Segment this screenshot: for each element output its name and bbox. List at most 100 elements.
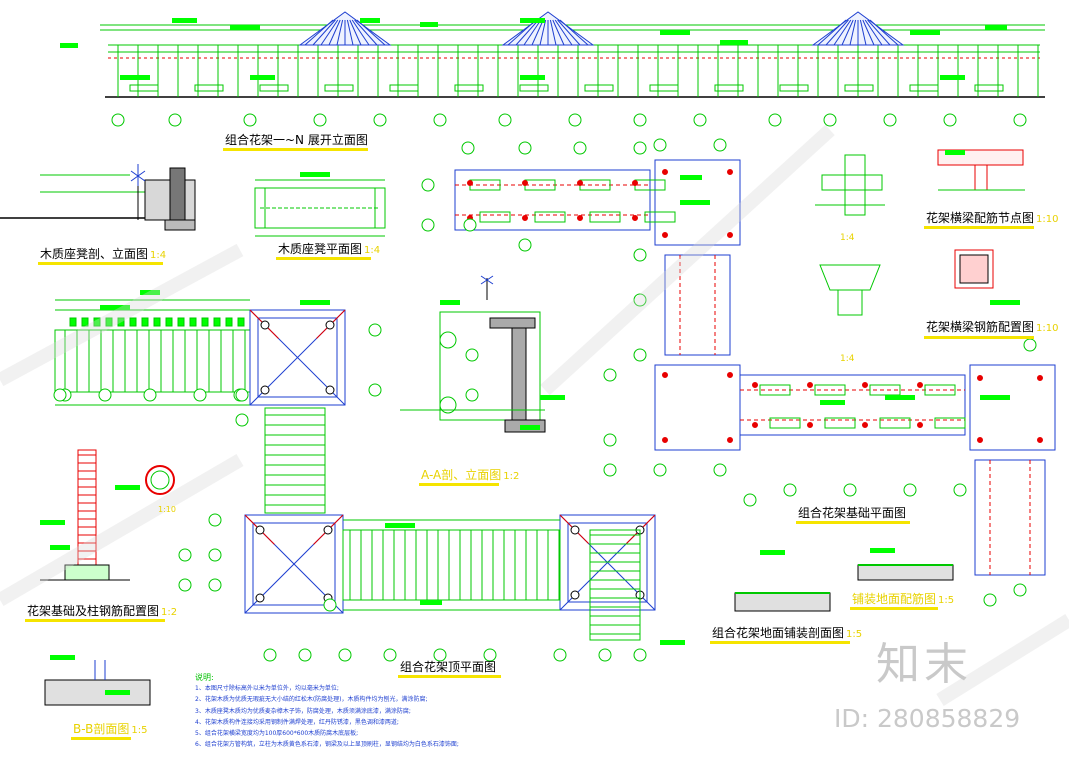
pavilion-column (255, 525, 265, 535)
footing-pad (824, 417, 856, 429)
footing-pad (589, 211, 621, 223)
grid-bubble (603, 368, 617, 382)
grid-bubble (693, 113, 707, 127)
pavilion-column (325, 320, 335, 330)
grid-bubble (463, 218, 477, 232)
grid-bubble (98, 388, 112, 402)
roof-rafter (304, 19, 334, 46)
grid-bubble (208, 548, 222, 562)
grid-bubble (178, 548, 192, 562)
annotation-tag (105, 690, 130, 695)
grid-bubble (368, 323, 382, 337)
underline (850, 607, 938, 610)
foundation-column (917, 422, 923, 428)
annotation-tag (50, 655, 75, 660)
slat-tag (129, 317, 137, 327)
footing-pad (759, 384, 791, 396)
elevation-bench (714, 84, 744, 92)
slat-tag (105, 317, 113, 327)
grid-bubble (461, 141, 475, 155)
grid-bubble (943, 113, 957, 127)
note-item: 4、花架木质构件连接均采用钢制件满焊处理，红丹防锈漆，黑色调和漆两道; (195, 718, 399, 726)
grid-bubble (168, 113, 182, 127)
annotation-tag (50, 545, 70, 550)
foundation-column (662, 232, 668, 238)
watermark-brand: 知末 (876, 639, 972, 690)
annotation-tag (250, 75, 275, 80)
grid-bubble (338, 648, 352, 662)
foundation-column (862, 382, 868, 388)
roof-rafter (841, 19, 854, 46)
pavilion-plan (249, 309, 346, 406)
bench-plan-drawing (254, 179, 386, 237)
annotation-tag (520, 425, 540, 430)
annotation-tag (870, 548, 895, 553)
grid-bubble (573, 141, 587, 155)
pavilion-inner (567, 522, 648, 603)
grid-bubble (421, 178, 435, 192)
annotation-tag (660, 30, 690, 35)
roof-rafter (312, 19, 336, 46)
roof-rafter (349, 19, 362, 46)
slat-tag (69, 317, 77, 327)
roof-rafter (356, 19, 386, 46)
underline (71, 737, 131, 740)
grid-bubble (243, 113, 257, 127)
underline (924, 336, 1034, 339)
annotation-tag (520, 75, 545, 80)
roof-rafter (523, 19, 542, 46)
foundation-column (752, 382, 758, 388)
roof-rafter (864, 19, 883, 46)
roof-rafter (869, 19, 899, 46)
scale-label: 1:4 (840, 354, 855, 364)
notes-heading: 说明: (195, 673, 214, 682)
footing-pad (644, 211, 676, 223)
roof-rafter (554, 19, 573, 46)
grid-bubble (433, 113, 447, 127)
foundation-column (727, 169, 733, 175)
annotation-tag (115, 485, 140, 490)
foundation-column (522, 215, 528, 221)
grid-bubble (883, 113, 897, 127)
elevation-bench (519, 84, 549, 92)
paving-sections (44, 564, 954, 706)
slat-tag (237, 317, 245, 327)
pavilion-inner (252, 522, 336, 606)
grid-bubble (633, 248, 647, 262)
roof-rafter (531, 19, 544, 46)
annotation-tag (980, 395, 1010, 400)
elevation-bench (324, 84, 354, 92)
annotation-tag (420, 22, 438, 27)
annotation-tag (40, 520, 65, 525)
roof-rafter (849, 19, 857, 46)
elevation-bench (259, 84, 289, 92)
grid-bubble (421, 218, 435, 232)
roof-rafter (825, 19, 849, 46)
foundation-column (917, 382, 923, 388)
grid-bubble (598, 648, 612, 662)
grid-bubble (568, 113, 582, 127)
slat-tag (189, 317, 197, 327)
underline (710, 641, 850, 644)
elevation-bench (909, 84, 939, 92)
footing-pad (924, 384, 956, 396)
annotation-tag (100, 305, 130, 310)
grid-bubble (323, 598, 337, 612)
underline (796, 521, 910, 524)
foundation-column (577, 215, 583, 221)
grid-bubble (633, 648, 647, 662)
roof-rafter (817, 19, 847, 46)
notes-block: 说明: 1、本图尺寸除标高外以米为单位外，均以毫米为单位; 2、花架木质为优质无… (195, 672, 575, 750)
foundation-column (662, 437, 668, 443)
slat-tag (153, 317, 161, 327)
annotation-tag (990, 300, 1020, 305)
grid-bubble (743, 493, 757, 507)
annotation-tag (360, 18, 380, 23)
underline (398, 675, 501, 678)
elevation-bench (584, 84, 614, 92)
grid-bubble (1013, 583, 1027, 597)
